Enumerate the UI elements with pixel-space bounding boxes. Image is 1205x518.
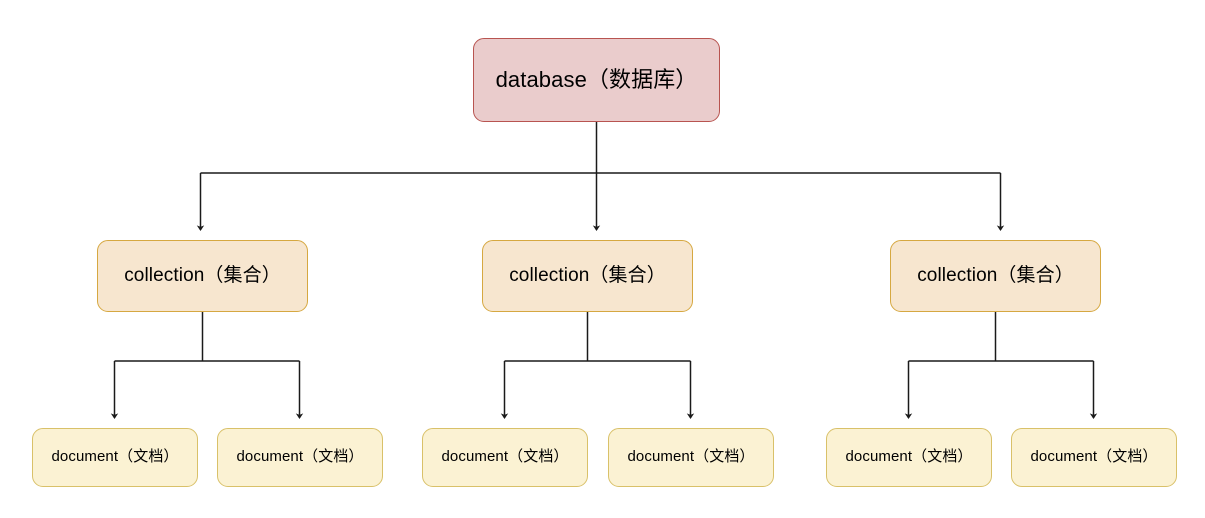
edge-collection-3-to-document-5 (904, 312, 1094, 420)
node-collection-1[interactable]: collection（集合） (97, 240, 308, 312)
node-database-label: database（数据库） (495, 66, 698, 92)
node-collection-2[interactable]: collection（集合） (482, 240, 693, 312)
node-document-1[interactable]: document（文档） (32, 428, 198, 487)
node-document-2-label: document（文档） (236, 448, 364, 466)
node-document-1-label: document（文档） (51, 448, 179, 466)
node-document-3[interactable]: document（文档） (422, 428, 588, 487)
node-collection-1-label: collection（集合） (124, 264, 281, 286)
node-document-2[interactable]: document（文档） (217, 428, 383, 487)
node-document-3-label: document（文档） (441, 448, 569, 466)
node-document-6[interactable]: document（文档） (1011, 428, 1177, 487)
edge-collection-2-to-document-3 (500, 312, 691, 420)
edge-database-to-collection-1 (196, 122, 1001, 232)
node-collection-3-label: collection（集合） (917, 264, 1074, 286)
node-document-4[interactable]: document（文档） (608, 428, 774, 487)
node-database[interactable]: database（数据库） (473, 38, 720, 122)
node-document-5[interactable]: document（文档） (826, 428, 992, 487)
node-document-4-label: document（文档） (627, 448, 755, 466)
node-collection-3[interactable]: collection（集合） (890, 240, 1101, 312)
edge-collection-1-to-document-1 (110, 312, 300, 420)
node-document-6-label: document（文档） (1030, 448, 1158, 466)
node-collection-2-label: collection（集合） (509, 264, 666, 286)
node-document-5-label: document（文档） (845, 448, 973, 466)
